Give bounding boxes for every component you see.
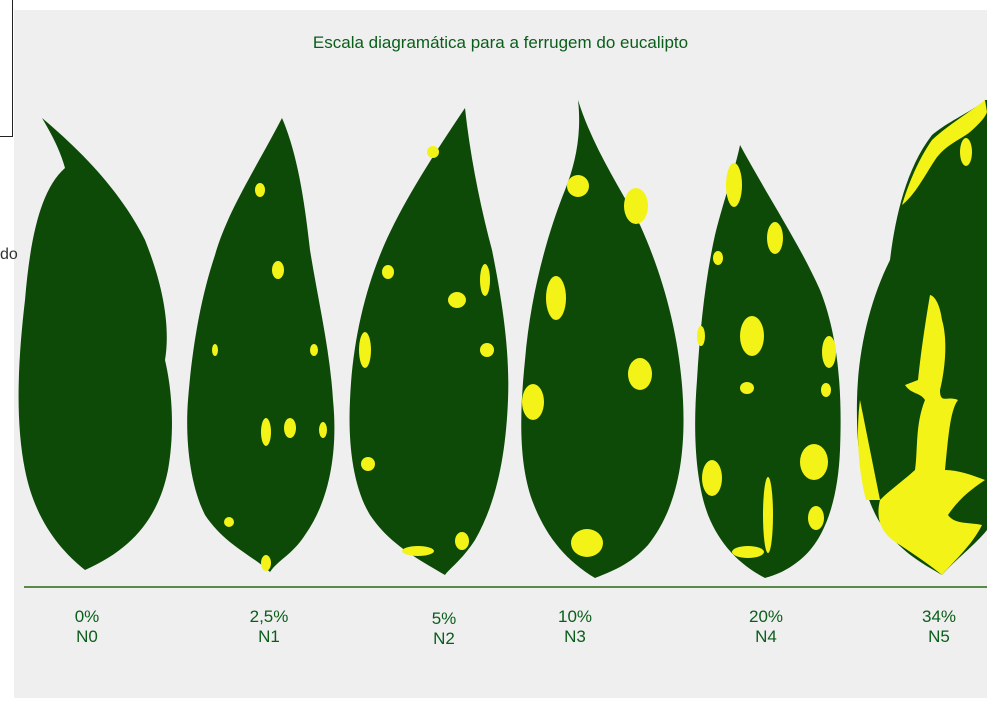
level-percent: 20% [748,607,784,626]
leaf-n4 [695,145,841,578]
lesions-n3 [522,175,652,557]
cropped-edge-text: do [0,246,18,263]
level-label-n3: 10% N3 [530,607,620,647]
leaf-n0 [18,118,172,570]
leaf-n5 [856,100,987,575]
level-label-n2: 5% N2 [399,609,489,649]
diagram-title: Escala diagramática para a ferrugem do e… [312,33,689,52]
leaf-n3 [521,100,684,578]
leaf-n2 [349,108,509,575]
lesions-n2 [359,146,494,556]
level-code: N3 [564,627,586,646]
level-code: N1 [258,627,280,646]
level-label-n4: 20% N4 [721,607,811,647]
level-percent: 0% [74,607,100,626]
level-label-n0: 0% N0 [42,607,132,647]
level-code: N0 [76,627,98,646]
level-code: N5 [928,627,950,646]
level-label-n1: 2,5% N1 [224,607,314,647]
level-percent: 10% [557,607,593,626]
lesions-n4 [697,163,836,558]
level-percent: 2,5% [249,607,289,626]
cropped-frame [0,0,13,137]
level-code: N4 [755,627,777,646]
lesions-n1 [212,183,327,571]
level-percent: 5% [431,609,457,628]
leaf-n1 [187,118,335,572]
level-code: N2 [433,629,455,648]
level-percent: 34% [921,607,957,626]
level-label-n5: 34% N5 [894,607,984,647]
baseline-rule [24,586,987,588]
lesions-n5 [858,100,987,575]
